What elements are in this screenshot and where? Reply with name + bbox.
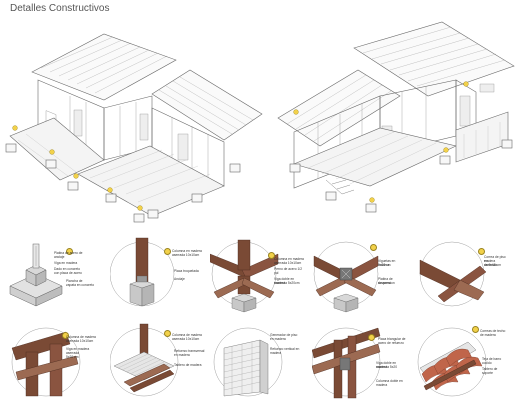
note: en madera bbox=[174, 353, 190, 357]
detail-roof-tiles: Correas de techo de madera Teja de barro… bbox=[414, 322, 509, 400]
detail-double-beam: Placa triangular de acero de refuerzo Vi… bbox=[312, 322, 407, 400]
detail-beam-column-joint: Columna en madera aserrada 10x10cm Perno… bbox=[210, 236, 305, 314]
note: aserrada 10x10cm bbox=[274, 261, 302, 265]
detail-floor-joist: Correa de piso en madera aserrada de 5x1… bbox=[414, 236, 509, 314]
note: aserrada 10x10cm bbox=[66, 339, 94, 343]
note: madera bbox=[270, 351, 282, 355]
note: aserrada 10x10cm bbox=[172, 337, 200, 341]
detail-wall-panel: Columna de madera aserrada 10x10cm Refue… bbox=[110, 322, 205, 400]
detail-column-pier: Columna en madera aserrada 10x10cm Placa… bbox=[110, 236, 205, 314]
note: Viga doble en madera bbox=[274, 277, 295, 285]
note: Viguetas en madera bbox=[378, 259, 396, 267]
note: Anclaje bbox=[174, 277, 185, 281]
note: cocido bbox=[482, 361, 492, 365]
detail-joist-hanger: Viguetas en madera 5x20 cm Platina de su… bbox=[312, 236, 407, 314]
note: de acero bbox=[378, 281, 391, 285]
note: en madera bbox=[270, 337, 286, 341]
note: acero de refuerzo bbox=[378, 341, 404, 345]
detail-wall-board: Generador de piso en madera Refuerzo ver… bbox=[210, 322, 305, 400]
note: Teja de barro bbox=[482, 357, 502, 361]
house-isometric-right bbox=[277, 21, 515, 213]
note: 5x20 cm bbox=[66, 355, 79, 359]
detail-column-beam: Columna de madera aserrada 10x10cm Viga … bbox=[6, 322, 101, 400]
note: Correas de techo bbox=[480, 329, 506, 333]
detail-footing-anchor: Platina de acero de anclaje Viga en made… bbox=[6, 236, 101, 314]
note: Tablero de madera bbox=[174, 363, 202, 367]
note: zapata en concreto bbox=[66, 283, 95, 287]
note: Generador de piso bbox=[270, 333, 298, 337]
note: Plancha de bbox=[66, 279, 83, 283]
page-title: Detalles Constructivos bbox=[10, 3, 110, 14]
note: Placa troquelada bbox=[174, 269, 199, 273]
note: Refuerzo transversal bbox=[174, 349, 205, 353]
note: madera aserrada bbox=[484, 259, 498, 267]
note: Dado en concreto bbox=[54, 267, 81, 271]
note: Viga en madera bbox=[66, 347, 90, 351]
note: 5x20 cm bbox=[378, 263, 391, 267]
note: Columna en madera bbox=[274, 257, 304, 261]
note: Tablero de soporte bbox=[482, 367, 498, 375]
house-isometric-left bbox=[5, 33, 263, 223]
note: de madera bbox=[480, 333, 496, 337]
note: Columna en madera bbox=[172, 249, 202, 253]
note: aserrada 10x10cm bbox=[172, 253, 200, 257]
note: Perno de acero 1/2 pul bbox=[274, 267, 303, 275]
note: Columna de madera bbox=[66, 335, 96, 339]
note: aserrada 5x20 bbox=[376, 365, 398, 369]
note: Columna doble en madera bbox=[376, 379, 403, 387]
note: con placa de acero bbox=[54, 271, 82, 275]
note: Columna de madera bbox=[172, 333, 202, 337]
note: Correa de piso en bbox=[484, 255, 506, 263]
note: Refuerzo vertical en bbox=[270, 347, 300, 351]
note: Placa triangular de bbox=[378, 337, 406, 341]
note: de 5x10 cm bbox=[484, 263, 502, 267]
note: Platina de acero de bbox=[54, 251, 83, 255]
note: Platina de suspension bbox=[378, 277, 395, 285]
note: aserrada bbox=[66, 351, 80, 355]
note: aserrada 5x20cm bbox=[274, 281, 300, 285]
note: Viga en madera bbox=[54, 261, 78, 265]
note: anclaje bbox=[54, 255, 65, 259]
note: Viga doble en madera bbox=[376, 361, 397, 369]
